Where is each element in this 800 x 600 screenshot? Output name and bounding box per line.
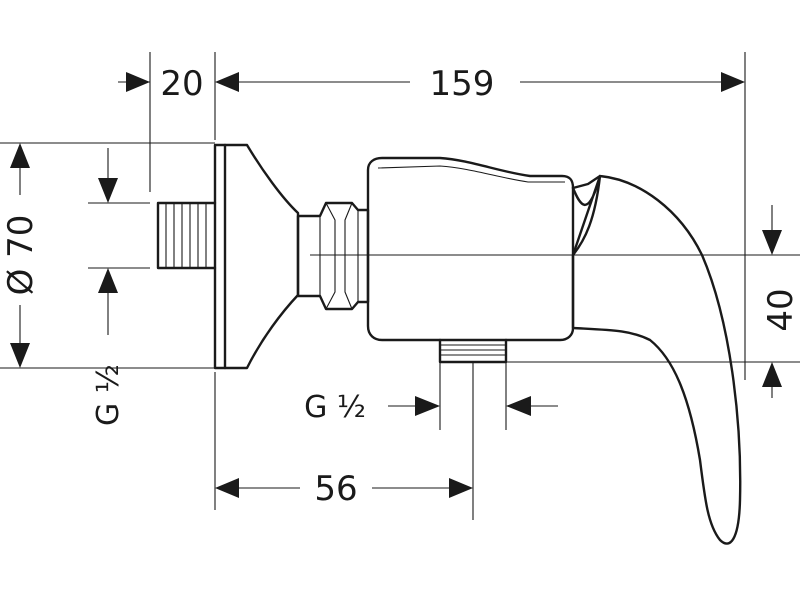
- arrow-40-bottom: [762, 362, 782, 387]
- dimension-40: 40: [761, 205, 800, 398]
- dimension-thread-bottom: G ½: [304, 390, 558, 425]
- lever-hub: [571, 174, 602, 257]
- label-40: 40: [761, 288, 800, 331]
- arrow-outlet-right: [506, 396, 531, 416]
- label-159: 159: [430, 64, 495, 104]
- outlet-thread-lines: [440, 344, 506, 356]
- mixer-body-highlight: [377, 165, 565, 183]
- outlet-thread: [438, 338, 508, 364]
- mixer-body-outline: [156, 143, 742, 545]
- dimension-diameter-70: Ø 70: [1, 143, 41, 368]
- inlet-thread-stub: [156, 201, 217, 270]
- inlet-thread-lines: [165, 203, 207, 268]
- arrow-outlet-left: [415, 396, 440, 416]
- dimension-20: 20: [118, 64, 239, 104]
- dimension-159: 159: [239, 64, 745, 104]
- hex-nut-facets: [319, 202, 359, 310]
- lever-handle: [571, 174, 742, 545]
- arrow-159-right: [721, 72, 745, 92]
- mixer-body: [366, 156, 575, 342]
- extension-lines: [0, 52, 800, 520]
- arrow-20-left: [126, 72, 150, 92]
- dimension-56: 56: [215, 469, 473, 509]
- wall-rosette: [213, 143, 300, 370]
- dimension-thread-left: G ½: [91, 148, 126, 426]
- label-thread-left: G ½: [91, 364, 126, 426]
- arrow-thread-bottom: [98, 268, 118, 293]
- label-thread-bottom: G ½: [304, 390, 366, 425]
- arrow-20-right: [215, 72, 239, 92]
- arrow-dia-bottom: [10, 343, 30, 368]
- arrow-dia-top: [10, 143, 30, 168]
- arrow-56-left: [215, 478, 239, 498]
- arrow-thread-top: [98, 178, 118, 203]
- label-20: 20: [160, 64, 203, 104]
- arrow-40-top: [762, 230, 782, 255]
- label-diameter-70: Ø 70: [1, 215, 41, 296]
- arrow-56-right: [449, 478, 473, 498]
- label-56: 56: [314, 469, 357, 509]
